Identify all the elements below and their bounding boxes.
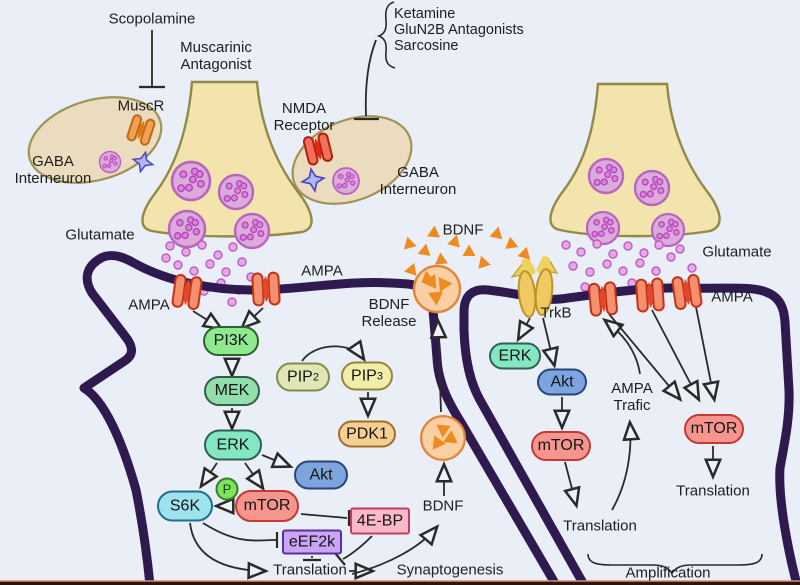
figure-bottom-edge: [0, 580, 800, 585]
presynaptic-terminal-left: [141, 80, 313, 250]
arrow-erk-s6k: [202, 462, 217, 485]
arrow-s6k-translation: [189, 522, 264, 571]
arrow-trkb-akt: [543, 317, 554, 364]
arrow-erk-akt: [261, 455, 289, 466]
arrow-pip2-pip3: [301, 346, 363, 361]
arrow-ampa-r1-mtor: [608, 313, 679, 398]
inhibit-ketamine-nmda: [364, 39, 377, 117]
arrow-trkb-erk: [519, 317, 530, 338]
arrow-bdnf-release: [438, 322, 441, 413]
gaba-interneuron-left-cell: [27, 96, 163, 184]
arrow-translation-ampatrafic: [611, 424, 630, 511]
pathway-arrows: [139, 1, 763, 575]
arrow-ampa2-pi3k: [243, 307, 264, 327]
arrow-erk-mtor: [244, 462, 262, 487]
inhibit-mtor-4ebp: [300, 513, 348, 519]
arrow-ampatrafic-receptor: [606, 321, 641, 375]
arrow-ampa-r2-mtor: [651, 309, 698, 398]
ketamine-brace: [376, 1, 396, 69]
arrow-mtor-translation-mid: [565, 461, 576, 504]
postsynaptic-membrane-left: [79, 251, 561, 585]
trkb-receptor-icon: [510, 256, 559, 318]
bdnf-vesicle-internal: [412, 407, 474, 469]
presynaptic-terminal-right: [549, 82, 721, 248]
arrow-ampa1-pi3k: [192, 310, 220, 328]
arrow-synaptogenesis-bdnf: [351, 528, 436, 575]
amplification-brace: [587, 553, 763, 575]
inhibit-s6k-eef2k: [202, 522, 277, 542]
arrow-ampa-r3-mtor: [695, 306, 714, 398]
bdnf-vesicle-membrane: [414, 266, 460, 312]
inhibit-4ebp-translation: [342, 535, 373, 560]
